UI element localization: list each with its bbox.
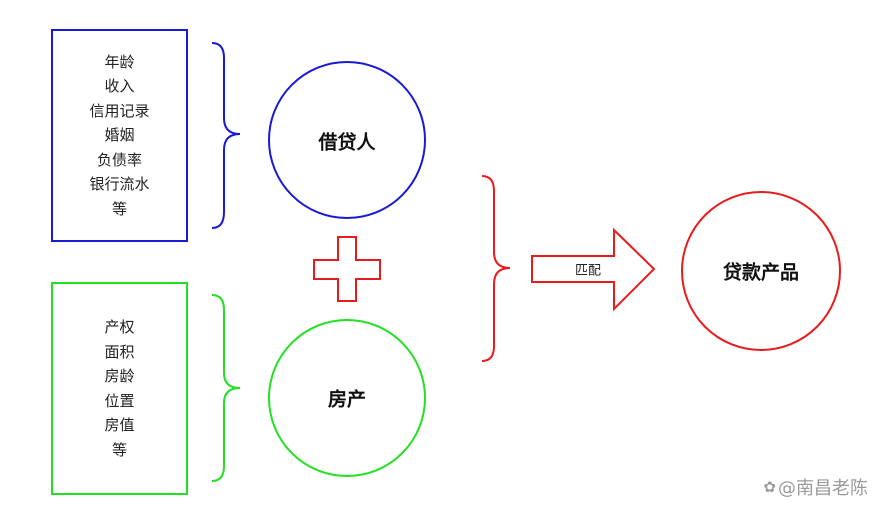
- borrower-node: [268, 61, 426, 219]
- red-brace: [481, 175, 511, 362]
- borrower-item: 信用记录: [89, 101, 150, 120]
- property-item: 等: [111, 440, 127, 459]
- toutiao-logo-icon: ✿: [763, 478, 776, 496]
- loan-product-node-label: 贷款产品: [722, 261, 800, 284]
- property-attributes-box: 产权面积房龄位置房值等: [51, 282, 188, 495]
- blue-brace: [211, 42, 241, 229]
- property-node-label: 房产: [327, 388, 367, 411]
- match-arrow-label: 匹配: [574, 263, 602, 279]
- property-attributes-list: 产权面积房龄位置房值等: [104, 315, 134, 462]
- property-item: 产权: [104, 318, 135, 336]
- watermark: ✿ @南昌老陈: [763, 474, 868, 500]
- borrower-item: 收入: [104, 77, 135, 96]
- borrower-attributes-list: 年龄收入信用记录婚姻负债率银行流水等: [89, 50, 149, 222]
- borrower-item: 负债率: [96, 150, 142, 169]
- match-arrow: [531, 227, 656, 312]
- property-node: [268, 319, 426, 477]
- borrower-item: 婚姻: [104, 126, 135, 145]
- property-item: 位置: [104, 391, 135, 410]
- borrower-item: 年龄: [104, 52, 135, 71]
- plus-icon: [313, 236, 381, 302]
- borrower-item: 等: [111, 199, 127, 218]
- property-item: 面积: [104, 342, 135, 361]
- loan-product-node: [681, 191, 841, 351]
- borrower-node-label: 借贷人: [318, 131, 376, 154]
- borrower-attributes-box: 年龄收入信用记录婚姻负债率银行流水等: [51, 29, 188, 242]
- watermark-text: @南昌老陈: [778, 478, 868, 499]
- property-item: 房值: [104, 416, 135, 434]
- property-item: 房龄: [104, 367, 135, 385]
- borrower-item: 银行流水: [89, 175, 150, 194]
- green-brace: [211, 294, 241, 482]
